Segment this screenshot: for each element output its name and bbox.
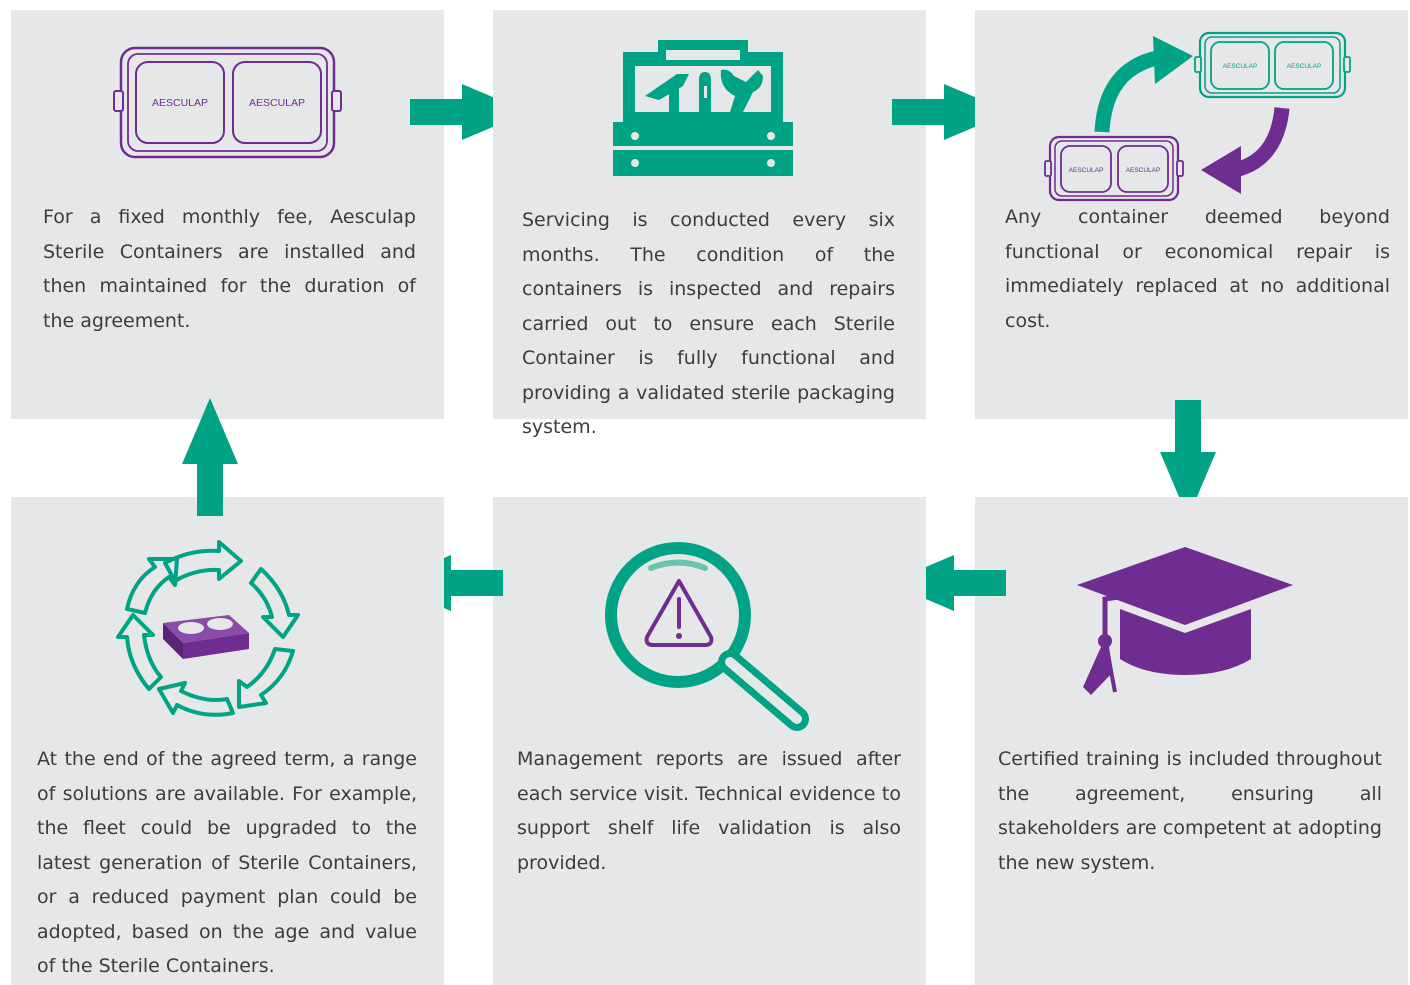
flow-arrow-left [385, 555, 505, 611]
container-label: AESCULAP [1287, 63, 1322, 70]
container-label: AESCULAP [249, 97, 305, 109]
step-panel-fixed-fee: AESCULAP AESCULAP For a fixed monthly fe… [11, 10, 444, 419]
step-panel-training: Certified training is included throughou… [975, 497, 1408, 985]
flow-arrow-up [182, 398, 238, 518]
container-replacement-icon: AESCULAP AESCULAP AESCULAP AESCULAP [1044, 20, 1351, 205]
step-panel-reports: Management reports are issued after each… [493, 497, 926, 985]
toolbox-icon [613, 36, 793, 176]
step-text: For a fixed monthly fee, Aesculap Steril… [43, 206, 416, 332]
step-text: At the end of the agreed term, a range o… [37, 748, 417, 977]
container-label: AESCULAP [1126, 167, 1161, 174]
container-label: AESCULAP [1069, 167, 1104, 174]
container-label: AESCULAP [152, 97, 208, 109]
step-text: Any container deemed beyond functional o… [1005, 206, 1390, 332]
step-panel-end-of-term: At the end of the agreed term, a range o… [11, 497, 444, 985]
container-label: AESCULAP [1223, 63, 1258, 70]
flow-arrow-right [892, 84, 1012, 140]
flow-arrow-down [1160, 400, 1216, 520]
step-panel-replacement: AESCULAP AESCULAP AESCULAP AESCULAP Any … [975, 10, 1408, 419]
step-text: Management reports are issued after each… [517, 748, 901, 874]
step-text: Servicing is conducted every six months.… [522, 209, 895, 438]
sterile-container-icon: AESCULAP AESCULAP [113, 45, 342, 160]
flow-arrow-left [888, 555, 1008, 611]
step-panel-servicing: Servicing is conducted every six months.… [493, 10, 926, 438]
step-text: Certified training is included throughou… [998, 748, 1382, 874]
flow-arrow-right [410, 84, 530, 140]
magnifier-warning-icon [603, 535, 813, 731]
graduation-cap-icon [1075, 547, 1295, 697]
renewal-cycle-icon [111, 537, 311, 717]
